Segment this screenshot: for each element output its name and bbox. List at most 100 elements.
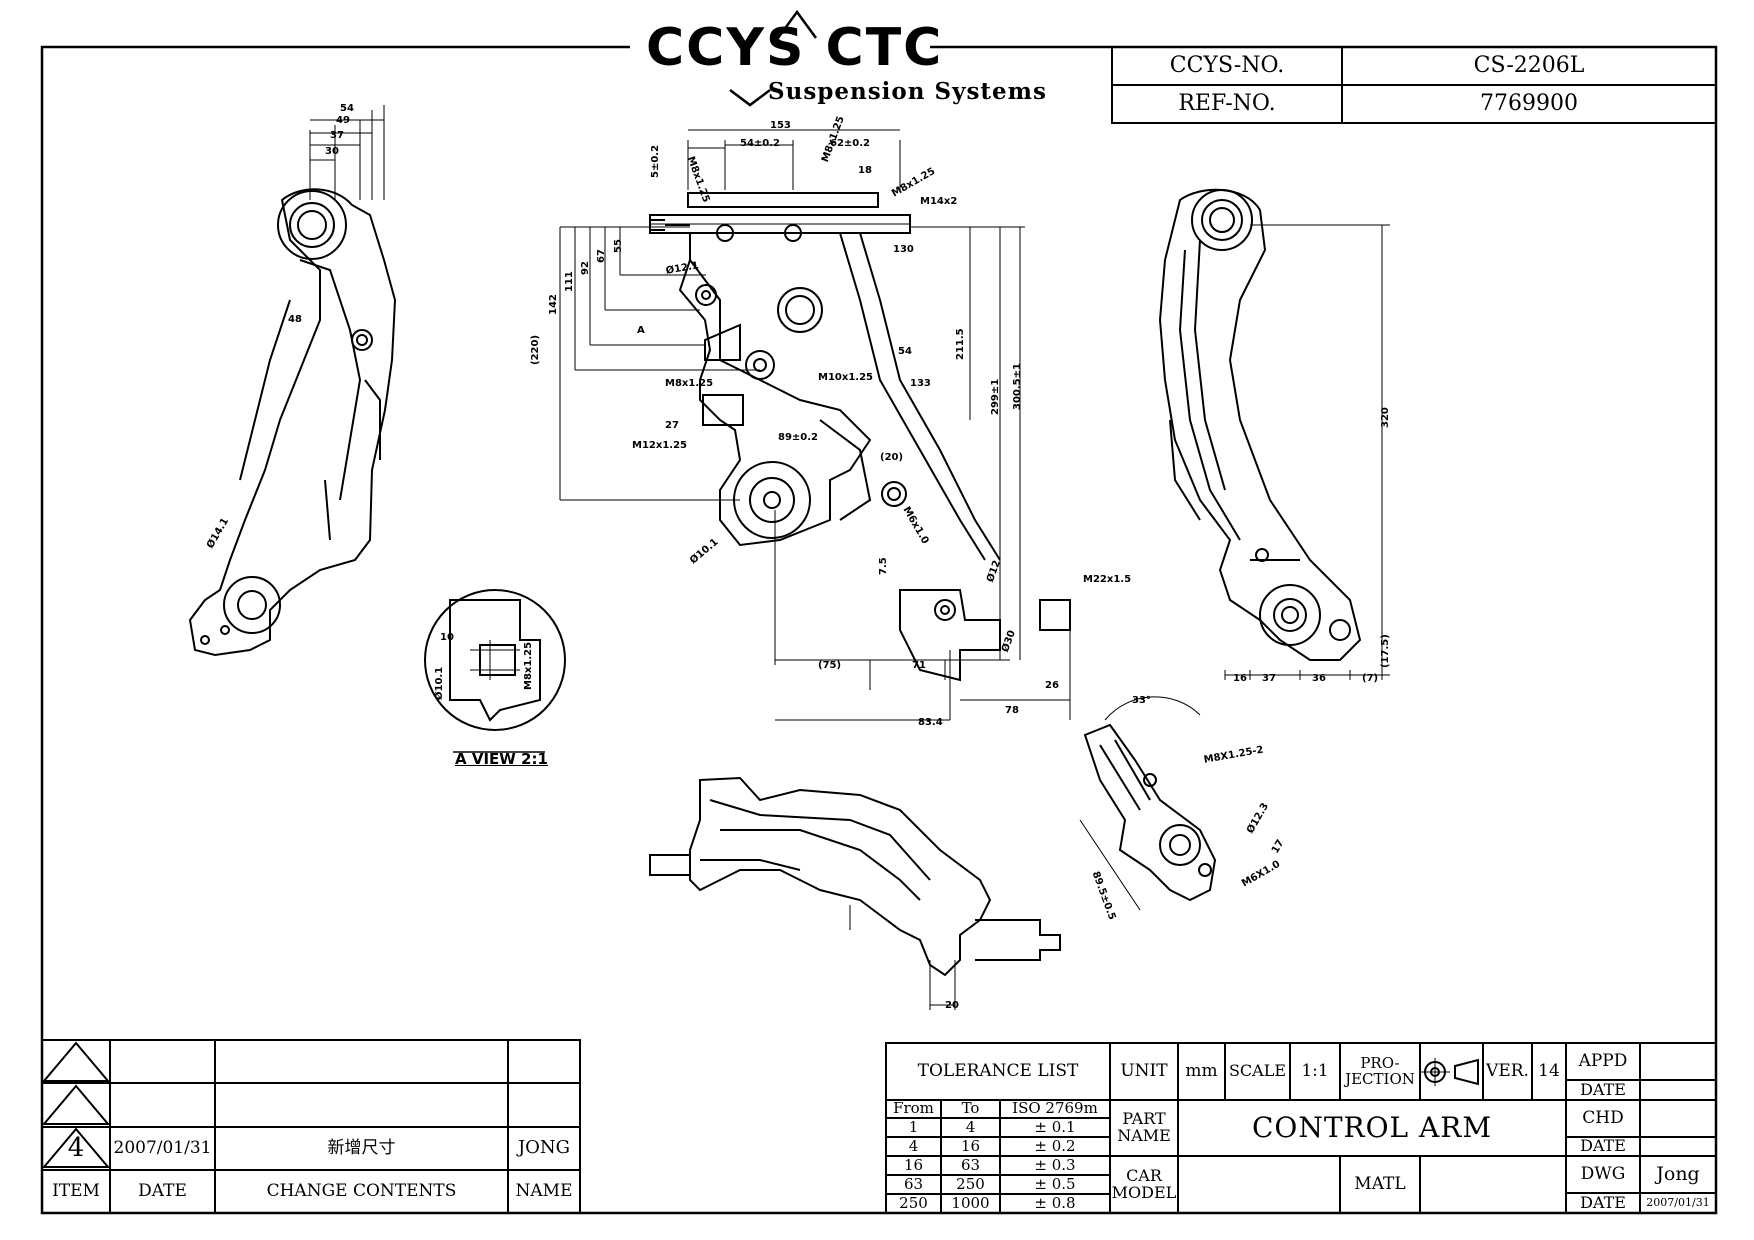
dimension-label: 133 <box>910 378 931 389</box>
projection-label: PRO- JECTION <box>1345 1053 1415 1088</box>
dimension-label: 27 <box>665 420 679 431</box>
dimension-label: M8x1.25 <box>523 641 534 690</box>
tol-header-iso: ISO 2769m <box>1012 1099 1098 1118</box>
dimension-label: M10x1.25 <box>818 372 873 383</box>
tolerance-to: 16 <box>960 1136 981 1155</box>
dimension-label: Ø10.1 <box>434 666 445 700</box>
dwg-value: Jong <box>1656 1162 1700 1185</box>
dimension-label: 67 <box>596 249 607 263</box>
matl-label: MATL <box>1354 1173 1406 1194</box>
a-view-label: A VIEW 2:1 <box>455 750 548 768</box>
tolerance-to: 250 <box>956 1174 985 1193</box>
ref-no-value: 7769900 <box>1480 91 1578 117</box>
dimension-label: 16 <box>1233 673 1247 684</box>
dimension-label: 83.4 <box>918 717 943 728</box>
header-date: DATE <box>138 1180 187 1201</box>
dimension-label: 48 <box>288 314 302 325</box>
dimension-label: 26 <box>1045 680 1059 691</box>
tolerance-tol: ± 0.3 <box>1034 1155 1076 1174</box>
dimension-label: 153 <box>770 120 791 131</box>
tol-header-from: From <box>893 1099 934 1118</box>
part-name-label: PART NAME <box>1117 1109 1171 1145</box>
brand-logo: CCYS CTC <box>646 18 944 78</box>
dimension-label: (17.5) <box>1380 634 1391 668</box>
right-side-view <box>1158 188 1390 680</box>
dimension-label: 18 <box>858 165 872 176</box>
dimension-label: (20) <box>880 452 904 463</box>
tolerance-tol: ± 0.5 <box>1034 1174 1076 1193</box>
dimension-label: 30 <box>325 146 339 157</box>
dimension-label: 89±0.2 <box>778 432 819 443</box>
dimension-label: M8x1.25 <box>665 378 714 389</box>
dwg-label: DWG <box>1580 1163 1626 1184</box>
revision-table-grid <box>41 1039 581 1214</box>
tolerance-tol: ± 0.1 <box>1034 1117 1076 1136</box>
ver-label: VER. <box>1486 1060 1529 1081</box>
a-view-detail <box>424 589 566 753</box>
tolerance-from: 63 <box>903 1174 924 1193</box>
unit-value: mm <box>1185 1060 1218 1081</box>
dimension-label: 10 <box>440 632 454 643</box>
dimension-label: 300.5±1 <box>1012 363 1023 410</box>
top-center-view <box>559 129 1071 721</box>
tolerance-from: 250 <box>899 1193 928 1212</box>
scale-value: 1:1 <box>1301 1060 1329 1081</box>
dimension-label: (220) <box>530 334 541 365</box>
dimension-label: 5±0.2 <box>650 144 661 178</box>
dimension-label: 37 <box>330 130 344 141</box>
revision-contents: 新增尺寸 <box>327 1137 396 1158</box>
dwg-date-label: DATE <box>1580 1192 1626 1212</box>
dimension-label: 36 <box>1312 673 1326 684</box>
part-name-value: CONTROL ARM <box>1251 1111 1493 1145</box>
dimension-label: 54±0.2 <box>740 138 781 149</box>
dimension-label: 211.5 <box>955 328 966 360</box>
tolerance-tol: ± 0.8 <box>1034 1193 1076 1212</box>
car-model-label: CAR MODEL <box>1111 1165 1177 1202</box>
tolerance-from: 4 <box>908 1136 919 1155</box>
dimension-label: 71 <box>912 660 926 671</box>
dimension-label: 130 <box>893 244 914 255</box>
dwg-date-value: 2007/01/31 <box>1646 1196 1710 1210</box>
tolerance-to: 4 <box>965 1117 976 1136</box>
tolerance-to: 1000 <box>951 1193 990 1212</box>
ver-value: 14 <box>1538 1060 1560 1081</box>
dimension-label: 37 <box>1262 673 1276 684</box>
dimension-label: 33° <box>1132 695 1151 706</box>
dimension-label: 54 <box>898 346 912 357</box>
revision-name: JONG <box>517 1137 571 1159</box>
ref-no-label: REF-NO. <box>1178 91 1276 117</box>
revision-date: 2007/01/31 <box>113 1137 212 1158</box>
tolerance-from: 16 <box>903 1155 924 1174</box>
header-table-grid <box>1111 46 1717 124</box>
dimension-label: 49 <box>336 115 350 126</box>
bottom-iso-view <box>649 776 1061 1010</box>
dimension-label: 54 <box>340 103 354 114</box>
tol-header-to: To <box>961 1099 980 1118</box>
dimension-label: (75) <box>818 660 842 671</box>
unit-label: UNIT <box>1120 1060 1168 1081</box>
title-block-grid <box>885 1042 1717 1214</box>
dimension-label: 299±1 <box>990 378 1001 415</box>
tolerance-title: TOLERANCE LIST <box>917 1060 1079 1081</box>
header-change-contents: CHANGE CONTENTS <box>266 1180 457 1201</box>
angled-detail-view <box>1079 696 1217 911</box>
sheet-border <box>40 45 1718 1215</box>
appd-label: APPD <box>1578 1050 1628 1071</box>
ccys-no-label: CCYS-NO. <box>1169 53 1285 79</box>
logo-tagline: Suspension Systems <box>768 78 1047 105</box>
dimension-label: M14x2 <box>920 196 958 207</box>
chd-label: CHD <box>1582 1107 1624 1128</box>
appd-date-label: DATE <box>1580 1079 1626 1099</box>
header-name: NAME <box>515 1180 573 1201</box>
dimension-label: 320 <box>1380 407 1391 428</box>
chd-date-label: DATE <box>1580 1136 1626 1156</box>
dimension-label: 111 <box>564 271 575 292</box>
tolerance-from: 1 <box>908 1117 919 1136</box>
logo-graphic <box>729 9 818 107</box>
tolerance-to: 63 <box>960 1155 981 1174</box>
dimension-label: 55 <box>613 239 624 253</box>
dimension-label: 78 <box>1005 705 1019 716</box>
dimension-label: 62±0.2 <box>830 138 871 149</box>
dimension-label: 20 <box>945 1000 959 1011</box>
